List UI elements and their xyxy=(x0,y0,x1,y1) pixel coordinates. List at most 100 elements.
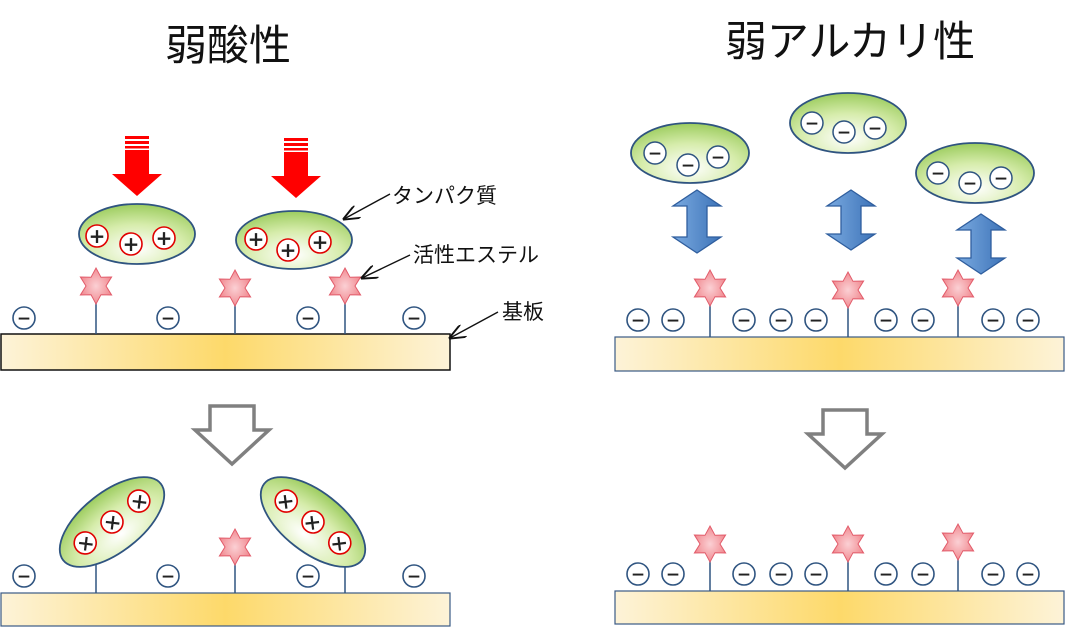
protein-positive-circle xyxy=(85,224,109,248)
red-arrow-body xyxy=(271,152,321,198)
negative-charge-sign: − xyxy=(301,309,315,329)
negative-charge-circle xyxy=(296,564,320,588)
substrate-left-top xyxy=(0,333,451,371)
protein-negative-circle xyxy=(706,145,730,169)
title-weak-alkaline: 弱アルカリ性 xyxy=(725,17,975,66)
negative-charge-sign: − xyxy=(631,565,645,585)
negative-charge-sign: − xyxy=(666,565,680,585)
red-arrow-body xyxy=(112,150,162,196)
substrate-right-top xyxy=(614,336,1065,372)
red-down-arrow xyxy=(271,138,321,198)
negative-charge-circle xyxy=(402,564,426,588)
protein-positive-circle xyxy=(327,531,352,555)
blue-double-arrow xyxy=(954,213,1008,275)
negative-charge-circle xyxy=(661,308,685,332)
active-ester-star xyxy=(831,524,865,564)
negative-charge-circle xyxy=(12,564,36,588)
negative-charge-sign: − xyxy=(631,311,645,331)
protein-group: +++ xyxy=(235,210,353,270)
protein-negative-sign: − xyxy=(868,119,882,139)
protein-negative-sign: − xyxy=(805,114,819,134)
protein-positive-circle xyxy=(301,510,325,534)
protein-positive-circle xyxy=(126,489,151,513)
hollow-down-arrow xyxy=(803,408,887,471)
negative-charge-sign: − xyxy=(1021,311,1035,331)
label-active-ester: 活性エステル xyxy=(413,243,539,267)
protein-positive-sign: + xyxy=(280,238,297,262)
protein-negative-circle xyxy=(989,166,1013,190)
red-arrow-stripe xyxy=(125,146,149,149)
negative-charge-sign: − xyxy=(17,309,31,329)
negative-charge-sign: − xyxy=(809,311,823,331)
protein-group: −−− xyxy=(789,92,907,154)
negative-charge-circle xyxy=(626,562,650,586)
negative-charge-sign: − xyxy=(809,565,823,585)
negative-charge-sign: − xyxy=(407,309,421,329)
protein-group: −−− xyxy=(915,142,1035,204)
protein-negative-sign: − xyxy=(648,144,662,164)
active-ester-star xyxy=(328,266,362,306)
negative-charge-circle xyxy=(769,562,793,586)
callout-substrate-pointer xyxy=(450,311,499,338)
substrate-left-bottom xyxy=(0,592,451,627)
negative-charge-circle xyxy=(981,562,1005,586)
active-ester-star xyxy=(218,527,252,567)
negative-charge-circle xyxy=(874,308,898,332)
protein-positive-circle xyxy=(308,230,332,254)
negative-charge-circle xyxy=(804,308,828,332)
blue-double-arrow xyxy=(670,189,724,254)
protein-negative-sign: − xyxy=(681,156,695,176)
red-arrow-stripe xyxy=(125,136,149,139)
negative-charge-sign: − xyxy=(407,567,421,587)
negative-charge-circle xyxy=(1016,308,1040,332)
active-ester-star xyxy=(693,524,727,564)
protein-positive-sign: + xyxy=(123,232,140,256)
protein-positive-sign: + xyxy=(156,226,173,250)
callout-ester-pointer xyxy=(362,254,411,278)
protein-positive-circle xyxy=(73,531,98,555)
title-weak-acidic: 弱酸性 xyxy=(165,21,291,70)
negative-charge-circle xyxy=(804,562,828,586)
red-down-arrow xyxy=(112,136,162,196)
active-ester-star xyxy=(79,266,113,306)
negative-charge-sign: − xyxy=(161,309,175,329)
protein-positive-circle xyxy=(100,510,124,534)
negative-charge-circle xyxy=(769,308,793,332)
negative-charge-sign: − xyxy=(737,565,751,585)
protein-group: ××× xyxy=(259,476,367,568)
negative-charge-circle xyxy=(911,308,935,332)
protein-negative-circle xyxy=(800,111,824,135)
protein-negative-circle xyxy=(958,171,982,195)
protein-negative-sign: − xyxy=(711,148,725,168)
protein-negative-circle xyxy=(676,153,700,177)
negative-charge-sign: − xyxy=(916,565,930,585)
protein-positive-circle xyxy=(276,238,300,262)
negative-charge-sign: − xyxy=(737,311,751,331)
protein-group: −−− xyxy=(630,122,750,184)
negative-charge-sign: − xyxy=(1021,565,1035,585)
red-arrow-stripe xyxy=(125,141,149,144)
protein-negative-sign: − xyxy=(963,174,977,194)
active-ester-star xyxy=(831,270,865,310)
red-arrow-stripe xyxy=(284,138,308,141)
red-arrow-stripe xyxy=(284,148,308,151)
protein-positive-sign: + xyxy=(248,227,265,251)
negative-charge-sign: − xyxy=(666,311,680,331)
protein-negative-sign: − xyxy=(931,164,945,184)
negative-charge-sign: − xyxy=(17,567,31,587)
negative-charge-sign: − xyxy=(774,565,788,585)
active-ester-star xyxy=(941,522,975,562)
negative-charge-circle xyxy=(874,562,898,586)
protein-positive-circle xyxy=(274,489,299,513)
protein-group: +++ xyxy=(78,203,196,265)
callout-protein-pointer xyxy=(344,193,391,219)
negative-charge-sign: − xyxy=(916,311,930,331)
protein-negative-circle xyxy=(832,120,856,144)
protein-group: ××× xyxy=(58,476,166,568)
active-ester-star xyxy=(218,268,252,308)
active-ester-star xyxy=(693,268,727,308)
negative-charge-circle xyxy=(12,306,36,330)
negative-charge-circle xyxy=(911,562,935,586)
protein-positive-circle xyxy=(244,227,268,251)
